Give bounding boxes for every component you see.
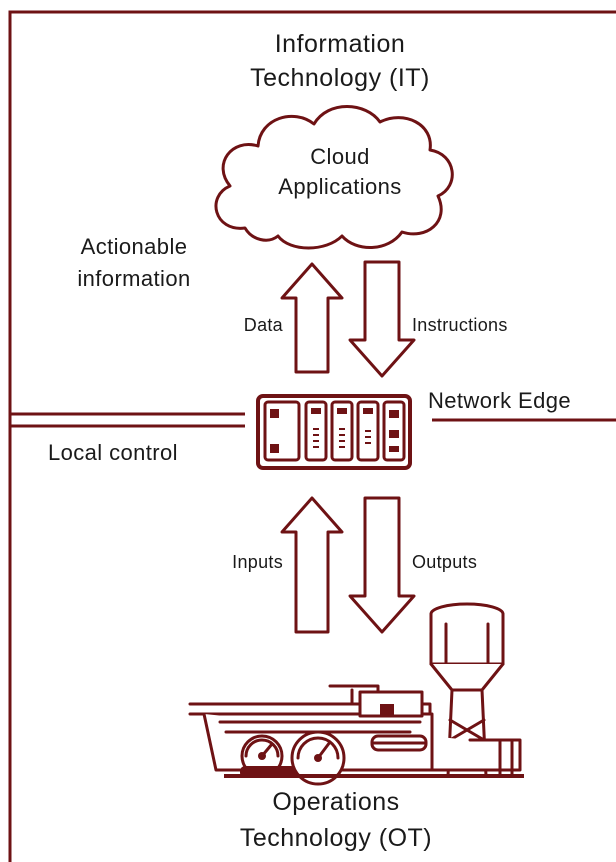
data-label: Data	[244, 315, 284, 335]
cloud-line2: Applications	[278, 174, 401, 199]
network-edge-label: Network Edge	[428, 388, 571, 413]
actionable-line1: Actionable	[81, 234, 188, 259]
controller-icon	[256, 394, 412, 470]
it-title-line1: Information	[275, 30, 406, 58]
inputs-up-arrow	[280, 496, 344, 634]
outputs-down-arrow	[348, 496, 416, 634]
data-up-arrow	[280, 262, 344, 374]
ot-title-line2: Technology (OT)	[240, 824, 432, 852]
it-boundary	[8, 10, 616, 862]
local-control-label: Local control	[48, 440, 178, 465]
it-title-line2: Technology (IT)	[250, 64, 430, 92]
cloud-line1: Cloud	[310, 144, 369, 169]
cloud-icon	[214, 105, 454, 250]
factory-solid-fills	[224, 704, 524, 778]
instructions-label: Instructions	[412, 315, 508, 335]
instructions-down-arrow	[348, 260, 416, 378]
ot-title-line1: Operations	[272, 788, 399, 816]
outputs-label: Outputs	[412, 552, 477, 572]
inputs-label: Inputs	[232, 552, 283, 572]
actionable-line2: information	[77, 266, 190, 291]
factory-icon	[188, 602, 522, 786]
